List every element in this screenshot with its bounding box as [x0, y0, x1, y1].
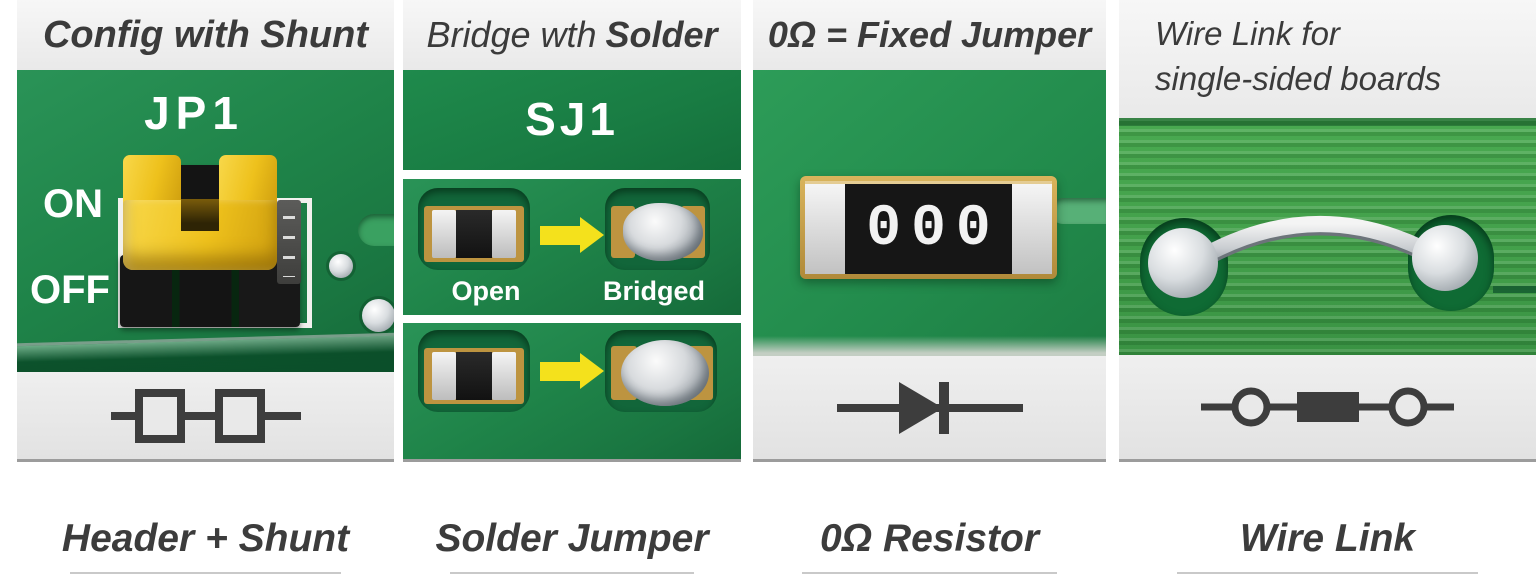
panel3-header-band: 0Ω = Fixed Jumper	[753, 0, 1106, 71]
panel3-symbol-strip	[753, 356, 1106, 462]
panel1-caption: Header + Shunt	[61, 517, 350, 560]
shunt-jumper	[123, 155, 277, 270]
panel4-caption-rule	[1177, 572, 1478, 574]
open-label: Open	[451, 276, 521, 306]
panel2-photo-sj1: SJ1	[403, 70, 741, 170]
panel1-photo: JP1 ON OFF	[17, 70, 394, 372]
panel4-photo	[1119, 118, 1536, 355]
panel-header-shunt: Config with Shunt JP1 ON OFF	[0, 0, 394, 580]
panel2-caption-area: Solder Jumper	[403, 462, 741, 580]
resistor-left-cap	[805, 184, 845, 274]
panel2-photo-open-bridged: Open Bridged	[403, 179, 741, 315]
board-edge	[753, 336, 1106, 356]
sj1-designator: SJ1	[525, 93, 619, 145]
solder-blob-right	[1412, 225, 1478, 291]
routed-slot	[1050, 198, 1106, 224]
solder-blob-left	[1148, 228, 1218, 298]
panel3-title: 0Ω = Fixed Jumper	[767, 14, 1092, 55]
solder-via	[362, 299, 394, 332]
zero-ohm-resistor: 000	[800, 176, 1057, 279]
board-edge	[17, 332, 394, 372]
off-label: OFF	[30, 268, 110, 312]
panel1-caption-rule	[69, 572, 342, 574]
body-gap	[456, 210, 492, 258]
panel-wire-link: Wire Link for single-sided boards	[1119, 0, 1536, 580]
panel4-header-band: Wire Link for single-sided boards	[1119, 0, 1536, 119]
body-gap	[456, 352, 492, 400]
panel4-caption: Wire Link	[1239, 517, 1416, 560]
bridged-label: Bridged	[602, 276, 705, 306]
panel1-caption-area: Header + Shunt	[17, 462, 394, 580]
panel-zero-ohm: 0Ω = Fixed Jumper 000	[753, 0, 1106, 580]
left-cap	[432, 352, 457, 400]
panel3-caption-area: 0Ω Resistor	[753, 462, 1106, 580]
shunt-right-tower	[219, 155, 277, 207]
solder-bridge-dome	[621, 340, 709, 406]
smd-component	[277, 200, 301, 284]
panel2-caption: Solder Jumper	[435, 517, 709, 560]
zero-ohm-resistor-schematic-icon	[836, 381, 1023, 434]
solder-via	[329, 254, 353, 278]
resistor-right-cap	[1012, 184, 1052, 274]
header-shunt-schematic-icon	[110, 388, 301, 443]
panel3-caption: 0Ω Resistor	[819, 517, 1040, 560]
on-label: ON	[43, 182, 103, 226]
panel1-header-band: Config with Shunt	[17, 0, 394, 71]
panel4-caption-area: Wire Link	[1119, 462, 1536, 580]
panel2-caption-rule	[450, 572, 694, 574]
right-cap	[491, 210, 516, 258]
panel4-title-line2: single-sided boards	[1155, 60, 1442, 97]
solder-jumper-open	[424, 348, 524, 404]
jp1-designator: JP1	[144, 87, 244, 139]
solder-jumper-open	[424, 206, 524, 262]
pcb-groove	[1493, 286, 1536, 293]
shunt-slot	[181, 199, 219, 231]
solder-bridge-blob	[623, 203, 703, 261]
resistor-marking: 000	[866, 196, 1001, 262]
board-top-edge	[1119, 118, 1536, 126]
routed-slot	[358, 214, 394, 246]
smd-markings	[283, 206, 295, 278]
left-cap	[432, 210, 457, 258]
panel4-symbol-strip	[1119, 355, 1536, 462]
panel3-caption-rule	[802, 572, 1057, 574]
panel2-title-prefix: Bridge wth	[426, 14, 597, 55]
panel3-photo: 000	[753, 70, 1106, 356]
panel4-title-line1: Wire Link for	[1155, 15, 1340, 52]
panel1-symbol-strip	[17, 372, 394, 462]
panel2-title-bold: Solder	[605, 14, 718, 55]
panel1-title: Config with Shunt	[42, 14, 369, 56]
panel2-photo-example2	[403, 323, 741, 462]
resistor-body: 000	[845, 184, 1012, 274]
wire-link-schematic-icon	[1201, 387, 1454, 427]
shunt-left-tower	[123, 155, 181, 207]
right-cap	[491, 352, 516, 400]
